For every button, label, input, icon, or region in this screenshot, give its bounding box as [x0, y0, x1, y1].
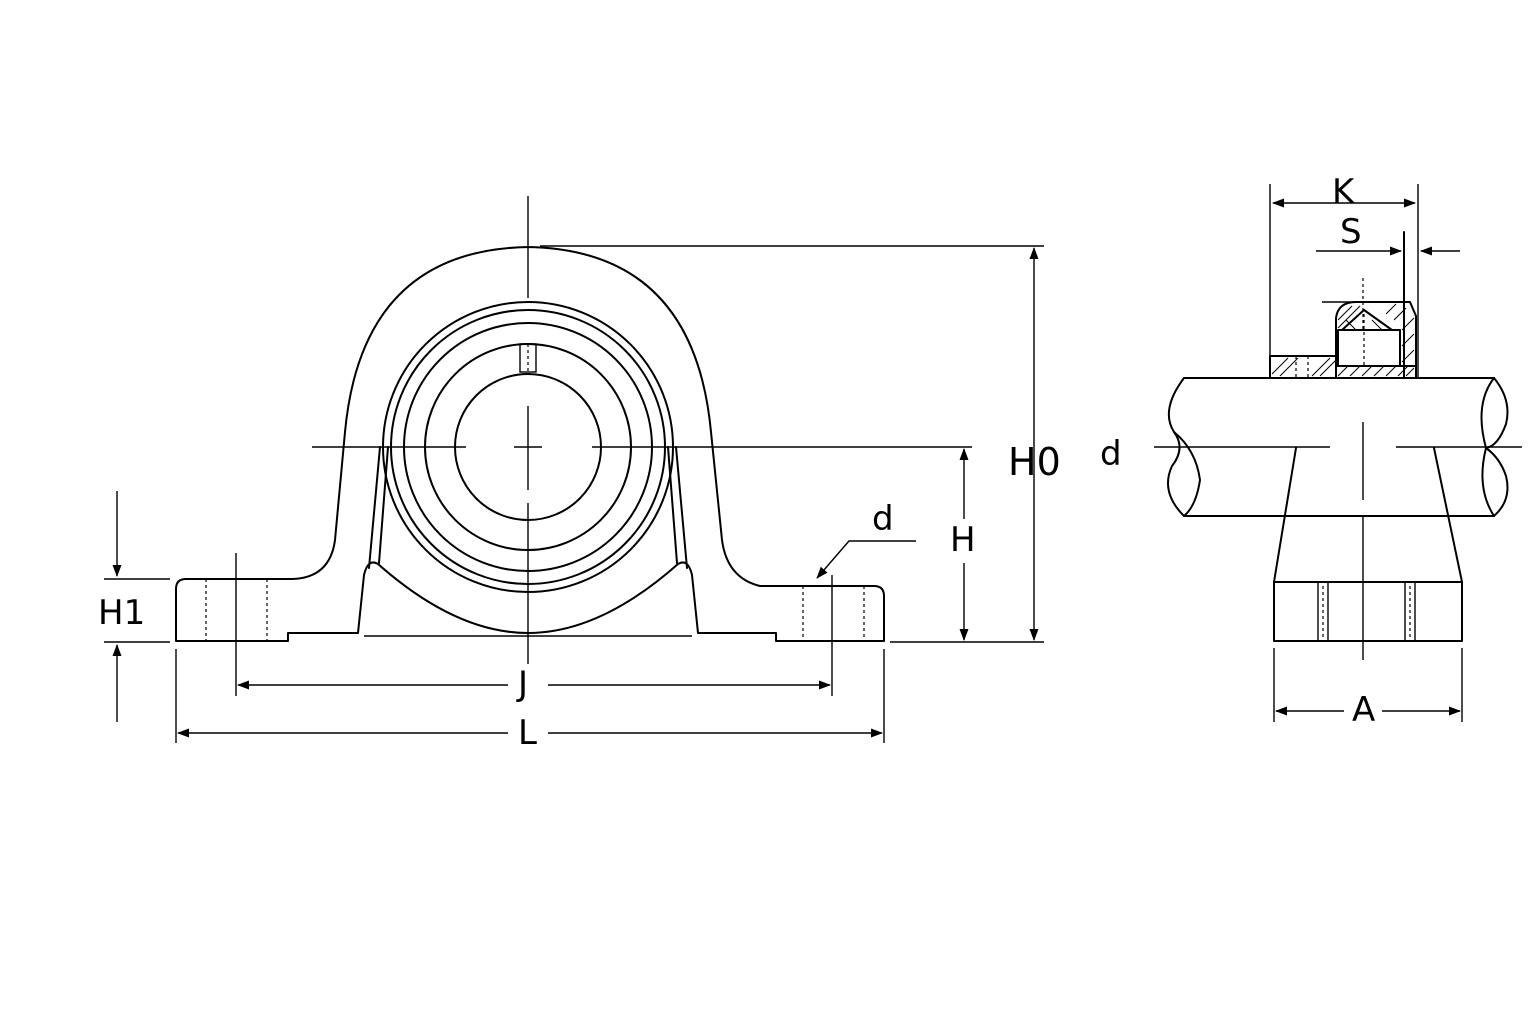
insert-ball-pocket [1337, 329, 1401, 367]
web-line-right-outer [675, 446, 688, 569]
dim-bolt-d-leader [816, 540, 916, 579]
web-line-left-inner [378, 446, 389, 564]
shaft-left-break [1167, 377, 1185, 517]
label-h: H [950, 520, 976, 560]
label-shaft-d: d [1100, 434, 1122, 474]
web-line-right-inner [667, 446, 678, 564]
label-s: S [1340, 212, 1362, 252]
web-line-left-outer [368, 446, 381, 569]
label-l: L [518, 713, 537, 753]
label-k: K [1332, 172, 1356, 212]
label-h0: H0 [1008, 440, 1061, 484]
housing-outline [175, 246, 885, 642]
shaft-right-break-inner [1480, 377, 1495, 517]
front-view: H1 d H H0 J L [98, 196, 1061, 754]
insert-race [1341, 309, 1393, 331]
shaft-left-break-inner [1173, 431, 1201, 517]
label-bolt-d: d [872, 499, 894, 539]
label-h1: H1 [98, 593, 145, 633]
insert-body-section [1335, 301, 1417, 379]
section-hatching [1271, 303, 1415, 377]
label-j: J [516, 664, 528, 704]
label-a: A [1352, 690, 1375, 730]
side-view: K S d A [1100, 172, 1522, 732]
insert-collar-section [1269, 355, 1337, 379]
pedestal-outline [1273, 447, 1463, 642]
